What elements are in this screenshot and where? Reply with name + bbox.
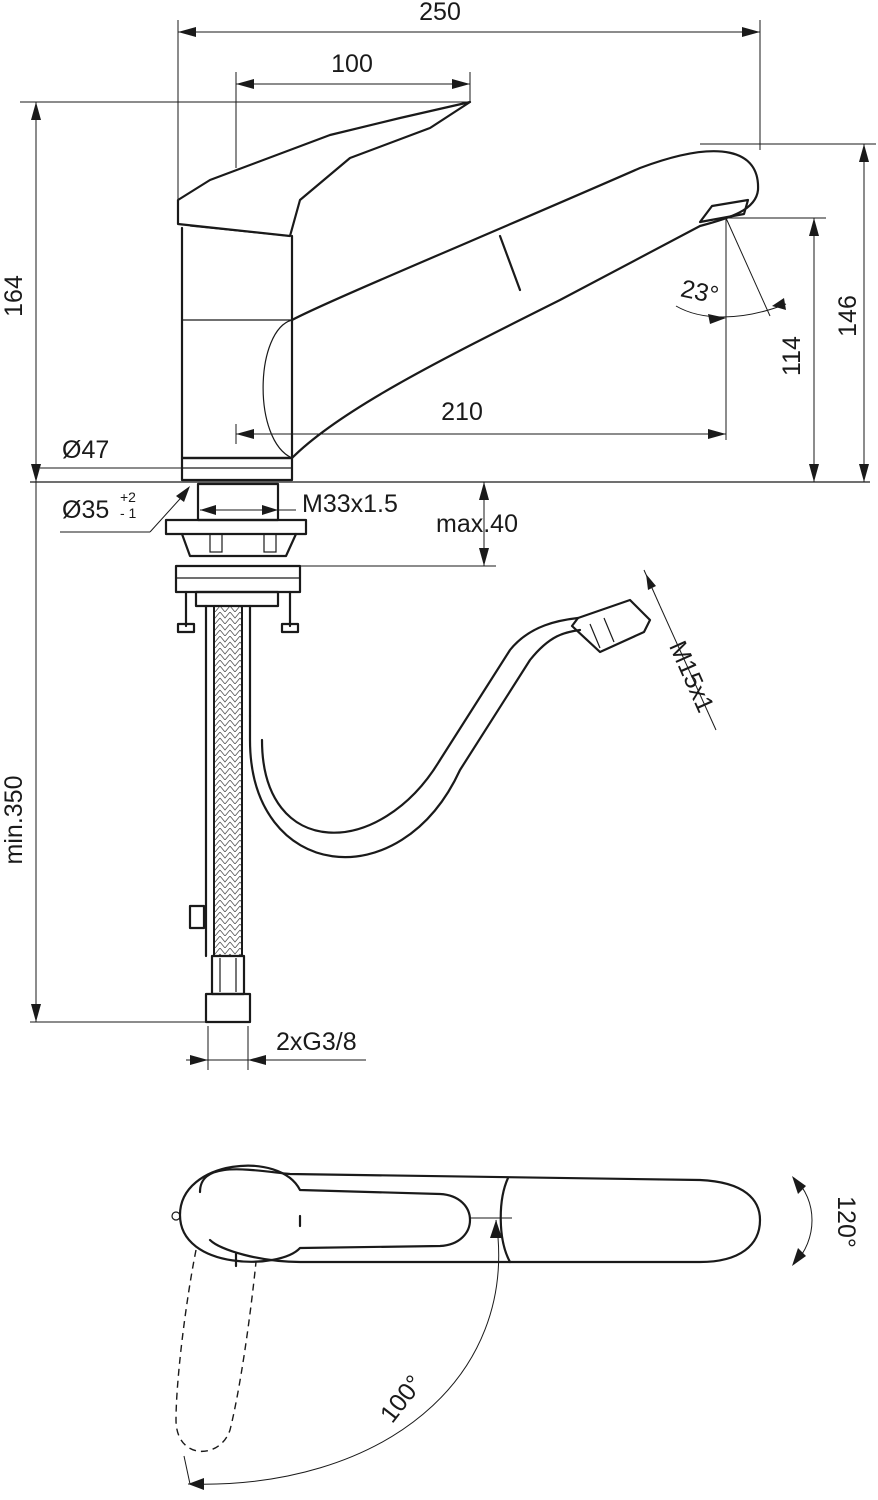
faucet-top-view	[171, 1164, 762, 1453]
spout-pullout-joint	[498, 234, 522, 292]
dim-100: 100	[331, 50, 373, 78]
dim-146: 146	[834, 295, 862, 337]
dim-hose-thread: M15x1	[663, 637, 719, 717]
labels-top: 100° 120°	[375, 1196, 860, 1428]
supply-hose	[188, 604, 252, 1024]
hole-tolerance-plus: +2	[120, 489, 136, 505]
mounting-hardware	[164, 482, 308, 634]
dim-min-length: min.350	[0, 776, 28, 865]
hole-tolerance-minus: - 1	[120, 505, 137, 521]
faucet-body	[180, 226, 294, 460]
rotation-angle-label: 120°	[832, 1196, 860, 1248]
dim-210: 210	[441, 398, 483, 426]
dim-114: 114	[778, 336, 806, 376]
dim-max-thickness: max.40	[436, 510, 518, 538]
faucet-side-view	[30, 100, 870, 483]
spray-angle-label: 23°	[678, 275, 721, 310]
lever-handle	[176, 100, 472, 238]
dimensions-top	[183, 1176, 813, 1490]
swivel-angle-label: 100°	[375, 1370, 429, 1428]
dimensions-side	[20, 20, 876, 1070]
dim-164: 164	[0, 275, 28, 317]
base-ring	[180, 456, 294, 482]
spout	[290, 150, 760, 460]
dim-base-diameter: Ø47	[62, 436, 109, 464]
pullout-hose	[248, 598, 652, 859]
dim-mount-thread: M33x1.5	[302, 490, 398, 518]
dim-connection: 2xG3/8	[276, 1028, 357, 1056]
labels-side: 250 100 164 146 114 210 23° Ø47 Ø35 +2 -…	[0, 0, 862, 1056]
spray-outlet	[698, 198, 750, 224]
dim-hole-diameter: Ø35	[62, 496, 109, 524]
dim-250: 250	[419, 0, 461, 26]
hose-connector	[570, 598, 652, 654]
